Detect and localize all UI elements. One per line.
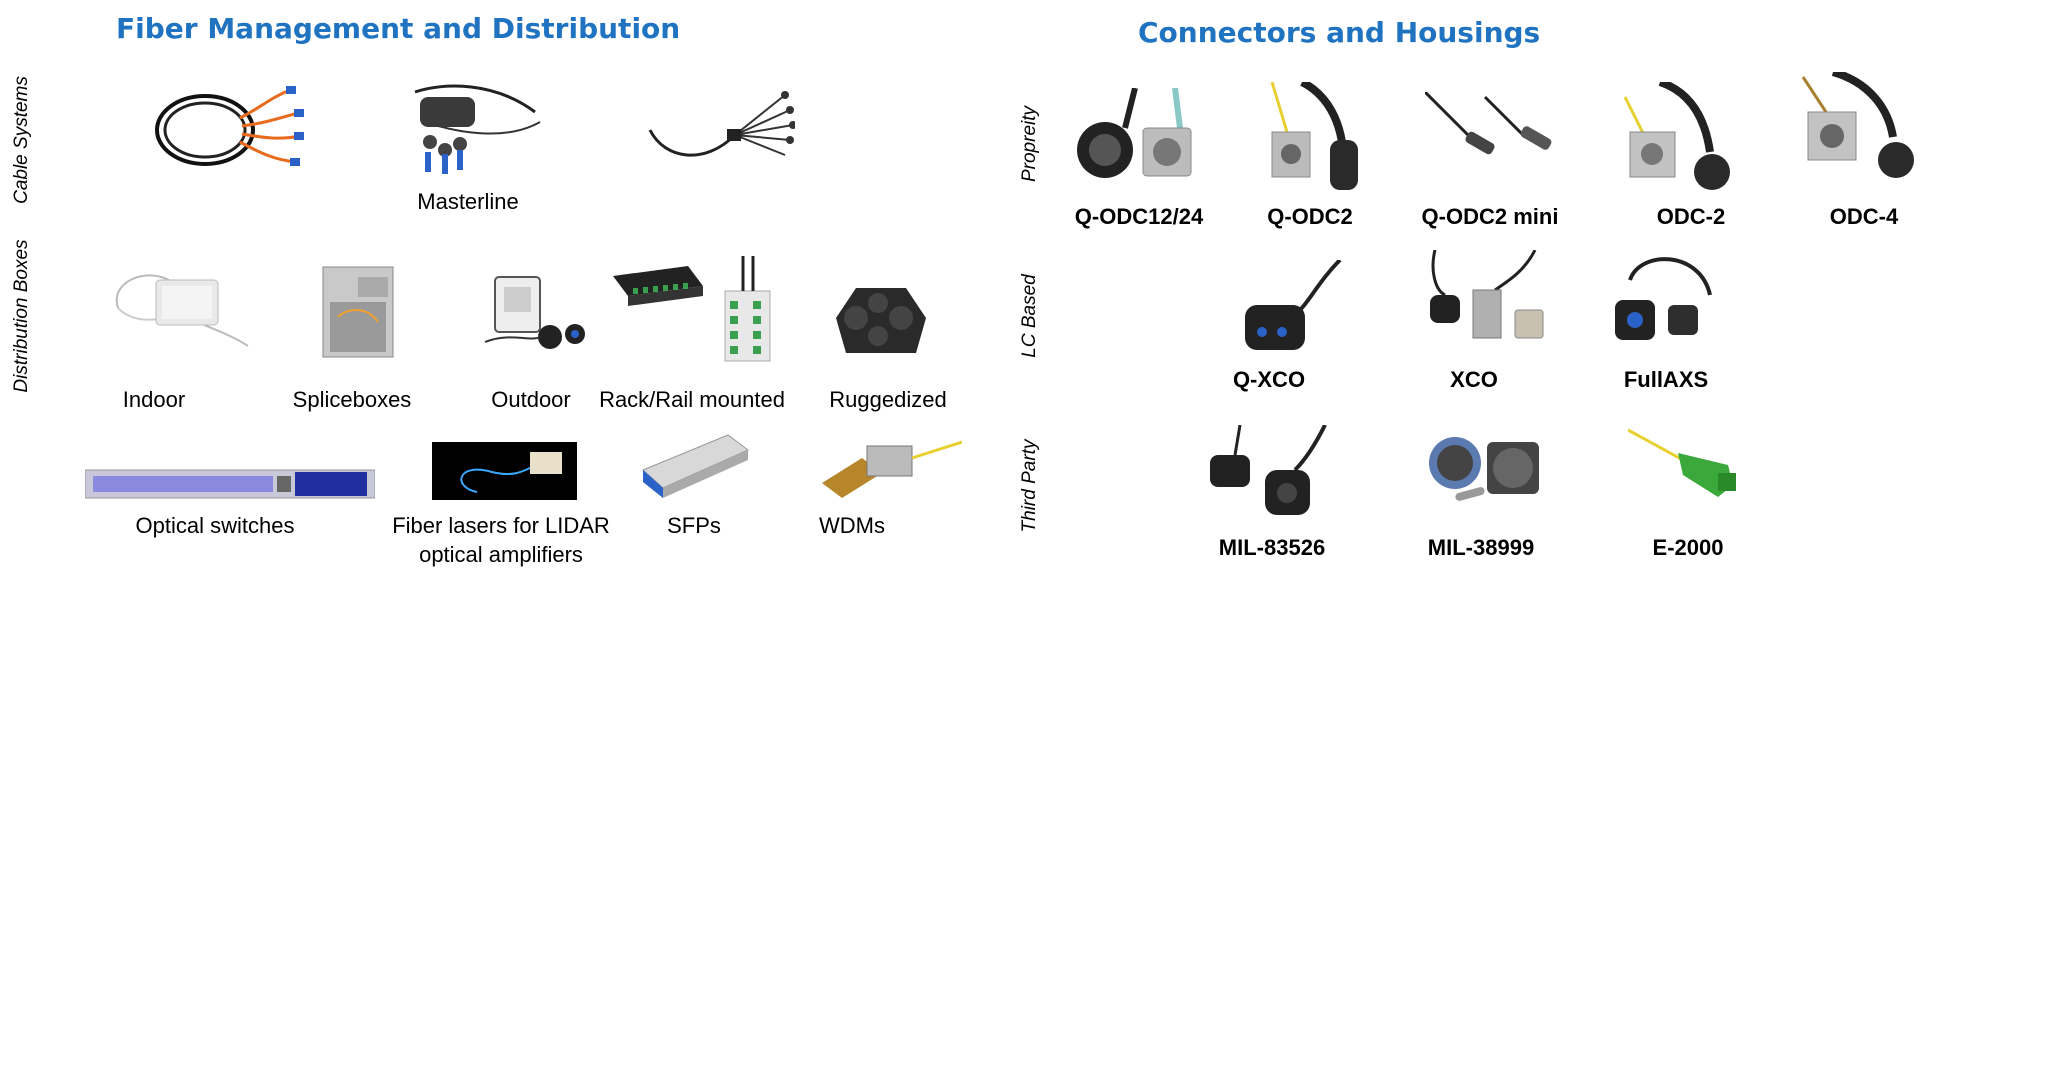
mil-38999-image	[1425, 428, 1545, 508]
row-label-cable-systems: Cable Systems	[11, 76, 32, 204]
q-xco-image	[1240, 260, 1345, 358]
caption-q-odc2: Q-ODC2	[1267, 204, 1353, 229]
odc-4-image	[1798, 72, 1918, 184]
fiber-management-title: Fiber Management and Distribution	[116, 12, 681, 45]
caption-fiber-lasers-line2: optical amplifiers	[419, 542, 583, 567]
mil-83526-image	[1195, 425, 1335, 520]
caption-optical-switches: Optical switches	[135, 513, 295, 538]
caption-odc-4: ODC-4	[1829, 204, 1899, 229]
q-odc12-24-image	[1075, 88, 1195, 196]
caption-q-odc12-24: Q-ODC12/24	[1074, 204, 1204, 229]
caption-spliceboxes: Spliceboxes	[292, 387, 412, 412]
masterline-image	[405, 72, 545, 177]
caption-rack-rail: Rack/Rail mounted	[599, 387, 785, 412]
sfp-image	[638, 430, 753, 500]
caption-indoor: Indoor	[122, 387, 186, 412]
caption-masterline: Masterline	[417, 189, 519, 214]
row-label-lc-based: LC Based	[1019, 274, 1040, 358]
cable-assembly-image	[150, 78, 305, 178]
caption-mil-38999: MIL-38999	[1427, 535, 1535, 560]
caption-fullaxs: FullAXS	[1623, 367, 1709, 392]
row-label-third-party: Third Party	[1019, 439, 1040, 533]
splicebox-image	[318, 262, 400, 362]
optical-switch-image	[85, 468, 375, 500]
xco-image	[1425, 250, 1550, 350]
indoor-box-image	[108, 258, 253, 350]
caption-fiber-lasers-line1: Fiber lasers for LIDAR	[392, 513, 610, 538]
row-label-distribution-boxes: Distribution Boxes	[11, 239, 32, 393]
caption-ruggedized: Ruggedized	[829, 387, 947, 412]
connectors-housings-title: Connectors and Housings	[1138, 16, 1541, 49]
e-2000-image	[1628, 425, 1740, 500]
q-odc2-mini-image	[1425, 92, 1555, 172]
wdm-image	[822, 428, 962, 500]
caption-wdms: WDMs	[819, 513, 885, 538]
caption-mil-83526: MIL-83526	[1218, 535, 1326, 560]
breakout-cable-image	[645, 85, 795, 170]
odc-2-image	[1620, 82, 1740, 194]
caption-xco: XCO	[1450, 367, 1498, 392]
q-odc2-image	[1262, 82, 1377, 194]
fullaxs-image	[1610, 250, 1720, 348]
caption-q-odc2-mini: Q-ODC2 mini	[1421, 204, 1559, 229]
row-label-propreity: Propreity	[1019, 105, 1040, 183]
caption-sfps: SFPs	[667, 513, 721, 538]
rack-rail-image	[608, 256, 778, 364]
fiber-laser-image	[432, 442, 577, 500]
caption-odc-2: ODC-2	[1656, 204, 1726, 229]
outdoor-box-image	[480, 272, 590, 357]
ruggedized-box-image	[826, 278, 936, 358]
caption-outdoor: Outdoor	[491, 387, 571, 412]
caption-e-2000: E-2000	[1652, 535, 1724, 560]
caption-q-xco: Q-XCO	[1232, 367, 1306, 392]
